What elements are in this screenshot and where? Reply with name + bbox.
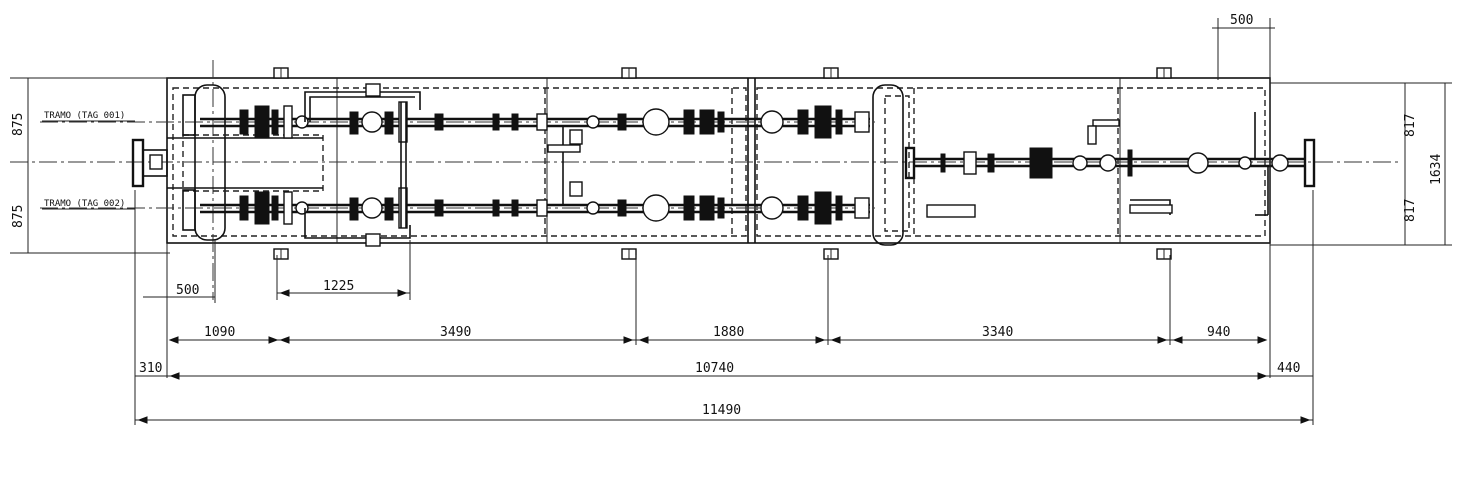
tag-labels: TRAMO (TAG 001) TRAMO (TAG 002): [42, 111, 135, 210]
outlet-line: [914, 112, 1316, 218]
run-upper: [200, 101, 870, 143]
crossover-piping: [304, 83, 583, 247]
tag-label-lower: TRAMO (TAG 002): [44, 199, 125, 209]
dim-left-lower: 875: [11, 205, 26, 228]
dim-segment-2: 3490: [440, 325, 471, 340]
centerlines: [10, 60, 1400, 300]
dim-right-upper: 817: [1403, 114, 1418, 137]
dim-inlet-offset: 500: [176, 283, 199, 298]
lifting-lugs: [273, 67, 1172, 260]
dim-segment-1: 1090: [204, 325, 235, 340]
lug-bottom-4: [1156, 248, 1172, 260]
dim-right-total: 1634: [1429, 154, 1444, 185]
lug-top-2: [621, 67, 637, 79]
run-lower: [200, 187, 870, 229]
dimension-lines: [10, 18, 1452, 425]
lug-top-4: [1156, 67, 1172, 79]
lug-bottom-3: [823, 248, 839, 260]
dim-top-offset: 500: [1230, 13, 1253, 28]
dim-segment-3: 1880: [713, 325, 744, 340]
lug-bottom-1: [273, 248, 289, 260]
dimension-texts: 500 875 875 817 817 1634 500 1225 1090 3…: [11, 13, 1444, 418]
outlet-header: [872, 84, 916, 246]
inlet-header: [131, 84, 324, 241]
dim-right-lower: 817: [1403, 199, 1418, 222]
dim-left-upper: 875: [11, 113, 26, 136]
dim-segment-4: 3340: [982, 325, 1013, 340]
lug-top-3: [823, 67, 839, 79]
lug-bottom-2: [621, 248, 637, 260]
dim-segment-5: 940: [1207, 325, 1230, 340]
dim-overall-length: 11490: [702, 403, 741, 418]
dim-left-overhang: 310: [139, 361, 162, 376]
lug-top-1: [273, 67, 289, 79]
dim-valve-span: 1225: [323, 279, 354, 294]
dim-right-overhang: 440: [1277, 361, 1300, 376]
dim-skid-length: 10740: [695, 361, 734, 376]
tag-label-upper: TRAMO (TAG 001): [44, 111, 125, 121]
